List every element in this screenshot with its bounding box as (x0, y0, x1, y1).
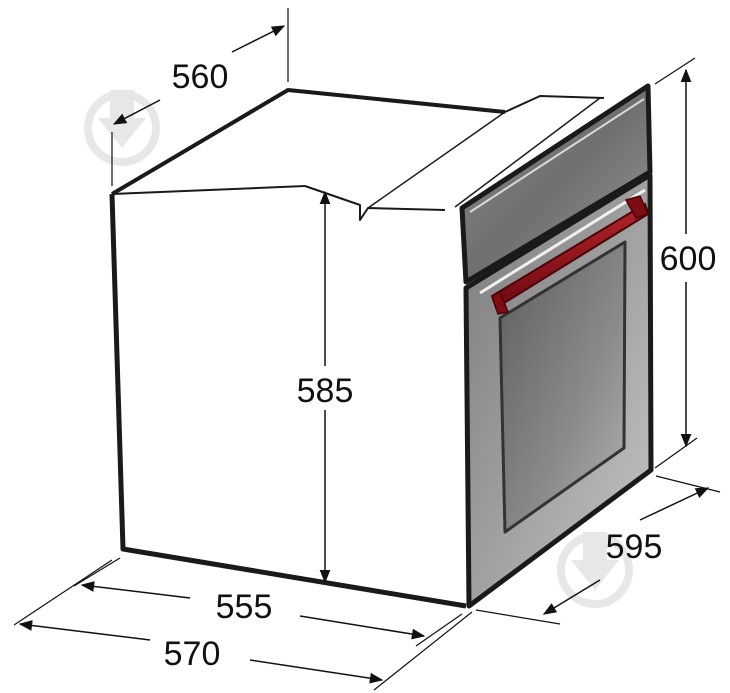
dimension-front-depth (475, 475, 721, 625)
oven-control-panel (459, 83, 653, 285)
arrow-icon (231, 25, 286, 53)
dimension-total-height (654, 57, 698, 469)
oven-handle (490, 195, 650, 315)
label-total-width: 570 (164, 635, 221, 673)
label-front-depth: 595 (606, 528, 663, 566)
arrow-icon (80, 581, 191, 599)
dimension-total-width (13, 559, 473, 691)
watermark-icon (557, 532, 633, 608)
label-body-width: 555 (216, 588, 273, 626)
arrow-icon (112, 99, 161, 125)
dimension-top-depth (111, 8, 289, 186)
arrow-icon (639, 487, 710, 521)
arrow-icon (299, 615, 426, 640)
label-top-depth: 560 (172, 58, 229, 96)
arrow-icon (249, 659, 384, 684)
oven-body (109, 88, 605, 609)
watermark-icon (84, 90, 160, 166)
label-body-height: 585 (297, 372, 354, 410)
arrow-icon (542, 579, 601, 615)
label-total-height: 600 (660, 240, 717, 278)
dimension-body-width (73, 557, 463, 647)
arrow-icon (18, 620, 151, 641)
